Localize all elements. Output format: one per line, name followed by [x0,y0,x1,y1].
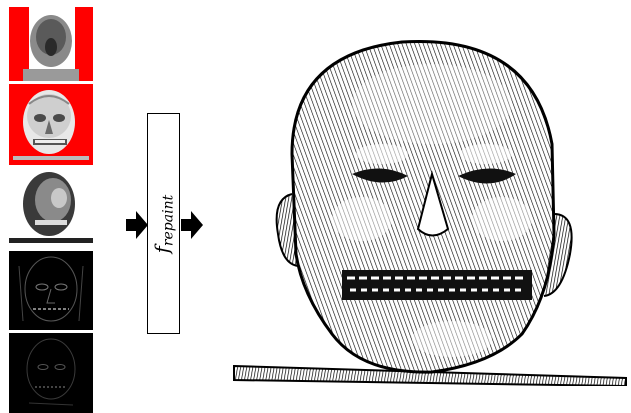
diffuse-shading-thumbnail [9,170,93,246]
repaint-function-label: frepaint [151,194,176,252]
output-arrow-icon [181,211,203,239]
repaint-function-box: frepaint [147,113,180,334]
depth-map-thumbnail [9,7,93,81]
fine-edge-map-thumbnail [9,333,93,413]
input-arrow-icon [126,211,148,239]
stylized-head-render [232,34,628,386]
edge-map-thumbnail [9,251,93,330]
normal-shading-thumbnail [9,84,93,165]
